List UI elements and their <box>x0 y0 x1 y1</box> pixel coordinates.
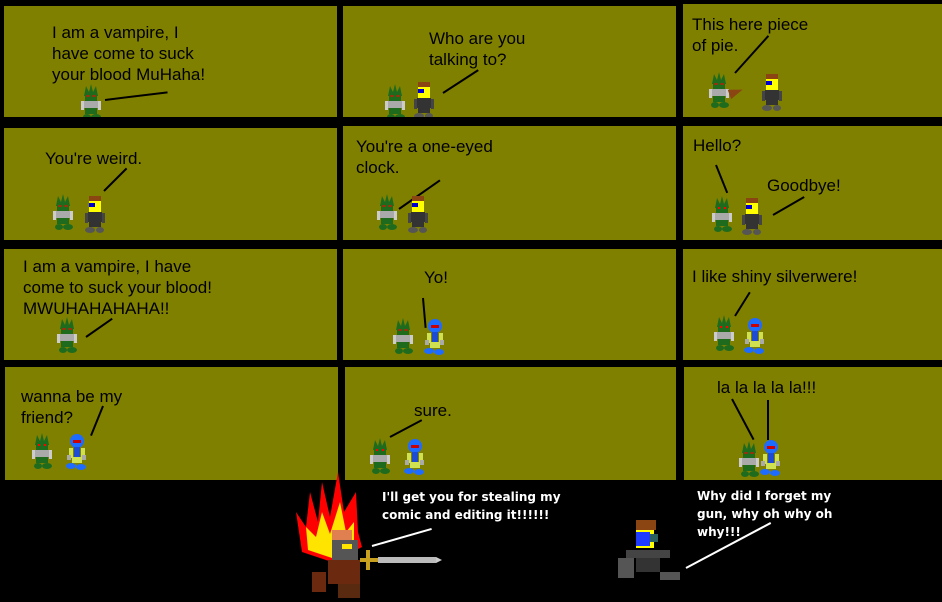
blue-robot-sprite <box>66 434 86 470</box>
comic-panel-9: I like shiny silverwere! <box>683 249 942 360</box>
green-vampire-sprite <box>377 194 397 230</box>
grey-clock-sprite <box>408 196 428 233</box>
panel-caption: Who are you talking to? <box>429 29 526 69</box>
speech-line <box>103 167 128 192</box>
blue-robot-sprite <box>744 318 764 354</box>
green-vampire-sprite <box>57 317 77 353</box>
green-vampire-sprite <box>739 441 759 477</box>
panel-caption: This here piece of pie. <box>692 15 809 55</box>
clock-caption: Why did I forget my gun, why oh why oh w… <box>697 489 833 539</box>
comic-panel-12: la la la la la!!! <box>684 367 942 480</box>
green-vampire-sprite <box>370 438 390 474</box>
panel-caption: You're a one-eyed clock. <box>356 137 493 177</box>
speech-line <box>442 69 479 94</box>
panel-caption: You're weird. <box>45 149 143 168</box>
speech-line <box>389 419 423 438</box>
panel-caption: wanna be my friend? <box>21 387 123 427</box>
panel-caption-hello: Hello? <box>693 136 742 155</box>
comic-panel-4: You're weird. <box>4 128 337 240</box>
flaming-knight-caption: I'll get you for stealing my comic and e… <box>382 490 561 522</box>
blue-robot-sprite <box>760 440 780 476</box>
green-vampire-sprite <box>81 84 101 117</box>
speech-line <box>85 317 113 338</box>
green-vampire-sprite <box>712 196 732 232</box>
speech-line <box>767 400 769 440</box>
panel-caption: Yo! <box>424 268 448 287</box>
comic-panel-3: This here piece of pie. <box>683 4 942 117</box>
blue-robot-sprite <box>424 319 444 355</box>
grey-clock-sprite <box>85 196 105 233</box>
green-vampire-sprite <box>32 433 52 469</box>
green-vampire-sprite <box>385 84 405 117</box>
comic-panel-11: sure. <box>345 367 676 480</box>
comic-panel-10: wanna be my friend? <box>5 367 338 480</box>
pie-slice-icon <box>727 84 745 100</box>
green-vampire-sprite <box>53 194 73 230</box>
speech-line <box>731 398 755 441</box>
grey-clock-running-sprite <box>618 520 680 580</box>
flaming-knight-sprite <box>296 472 442 598</box>
grey-clock-sprite <box>762 74 782 111</box>
panel-caption: I am a vampire, I have come to suck your… <box>52 23 206 84</box>
speech-line <box>734 291 751 317</box>
panel-caption: sure. <box>414 401 452 420</box>
comic-panel-7: I am a vampire, I have come to suck your… <box>4 249 337 360</box>
green-vampire-sprite <box>393 318 413 354</box>
comic-panel-2: Who are you talking to? <box>343 6 676 117</box>
comic-panel-1: I am a vampire, I have come to suck your… <box>4 6 337 117</box>
panel-caption: I am a vampire, I have come to suck your… <box>23 257 212 318</box>
comic-panel-5: You're a one-eyed clock. <box>343 126 676 240</box>
speech-line <box>104 91 168 101</box>
green-vampire-sprite <box>709 72 729 108</box>
comic-panel-6: Hello? Goodbye! <box>683 126 942 240</box>
speech-line <box>715 164 729 194</box>
grey-clock-sprite <box>742 198 762 235</box>
green-vampire-sprite <box>714 315 734 351</box>
comic-panel-8: Yo! <box>343 249 676 360</box>
bottom-scene: I'll get you for stealing my comic and e… <box>0 472 942 599</box>
blue-robot-sprite <box>404 439 424 475</box>
panel-caption-goodbye: Goodbye! <box>767 176 841 195</box>
panel-caption: la la la la la!!! <box>717 378 817 397</box>
speech-line <box>772 196 805 216</box>
panel-caption: I like shiny silverwere! <box>692 267 858 286</box>
grey-clock-sprite <box>414 82 434 117</box>
